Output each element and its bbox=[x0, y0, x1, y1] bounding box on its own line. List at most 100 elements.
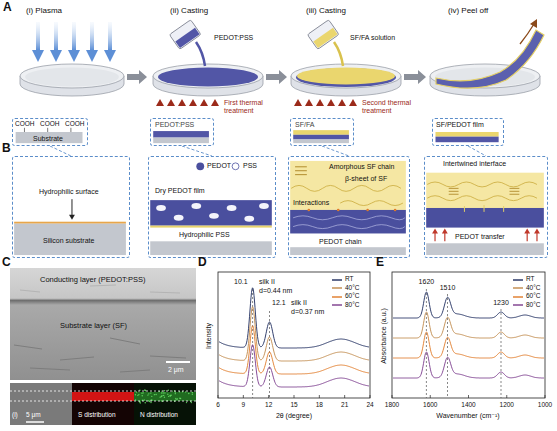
sem-image bbox=[10, 268, 196, 380]
eds-map bbox=[170, 395, 171, 396]
eds-map bbox=[170, 395, 171, 396]
node-text: Dry PEDOT film bbox=[155, 187, 205, 195]
dashed-connector bbox=[50, 146, 71, 156]
layer-drawing bbox=[293, 135, 349, 140]
figure-label: 1510 bbox=[440, 284, 456, 292]
legend-text: 60°C bbox=[526, 292, 541, 299]
eds-map bbox=[10, 401, 196, 402]
legend-text: RT bbox=[526, 275, 535, 282]
legend-swatch bbox=[513, 293, 524, 301]
pouring-beaker bbox=[169, 20, 201, 50]
figure-label: (ii) Casting bbox=[170, 6, 208, 15]
figure-label: E bbox=[376, 256, 384, 270]
pouring-beaker bbox=[334, 42, 343, 66]
legend-swatch bbox=[332, 293, 343, 301]
legend-swatch bbox=[332, 287, 342, 288]
layer-drawing bbox=[153, 138, 209, 144]
axis-tick bbox=[218, 395, 219, 398]
eds-map bbox=[161, 392, 162, 393]
axis-tick bbox=[294, 395, 295, 398]
petri-dish bbox=[158, 68, 258, 87]
axis-tick bbox=[430, 395, 431, 398]
figure-label: A bbox=[3, 1, 12, 15]
dashed-connector bbox=[322, 146, 349, 156]
spectrum-curve bbox=[219, 288, 369, 348]
heat-triangles bbox=[200, 99, 208, 106]
peeled-film bbox=[530, 19, 537, 28]
eds-map bbox=[175, 398, 176, 399]
layer-drawing bbox=[435, 232, 537, 241]
dashed-connector bbox=[182, 146, 212, 156]
eds-map bbox=[134, 392, 196, 401]
sem-image bbox=[166, 361, 190, 363]
figure-label: 12 bbox=[265, 401, 272, 408]
layer-drawing bbox=[227, 205, 237, 211]
figure-label: 1600 bbox=[423, 401, 437, 408]
layer-drawing bbox=[290, 247, 406, 255]
eds-map bbox=[175, 391, 176, 392]
eds-map bbox=[188, 393, 189, 394]
figure-label: 1230 bbox=[493, 299, 509, 307]
axis-tick bbox=[344, 395, 345, 398]
layer-drawing bbox=[14, 224, 126, 255]
figure-label: (iii) Casting bbox=[306, 6, 346, 15]
figure-label: (i) bbox=[12, 411, 18, 418]
heat-triangles bbox=[349, 99, 357, 106]
figure-label: 9 bbox=[242, 401, 246, 408]
eds-map bbox=[149, 401, 150, 402]
figure-label: 1800 bbox=[385, 401, 399, 408]
layer-drawing bbox=[427, 182, 537, 187]
eds-map bbox=[148, 400, 149, 401]
layer-drawing bbox=[337, 209, 340, 212]
spectrum-curve bbox=[393, 292, 544, 318]
axis-tick bbox=[506, 395, 507, 398]
legend-swatch bbox=[332, 296, 342, 297]
pouring-beaker bbox=[169, 20, 343, 66]
legend-text: 80°C bbox=[526, 301, 541, 308]
layer-drawing bbox=[71, 199, 72, 217]
layer-drawing bbox=[150, 226, 272, 228]
layer-drawing bbox=[308, 209, 311, 212]
peeled-film bbox=[520, 24, 534, 44]
figure-label: D bbox=[198, 256, 207, 270]
layer-drawing bbox=[14, 222, 126, 224]
heat-triangles bbox=[156, 99, 164, 106]
eds-map bbox=[192, 394, 193, 395]
node-text: SF/FA bbox=[295, 121, 314, 129]
figure-label: 10.1 bbox=[234, 278, 248, 286]
heat-triangles bbox=[327, 99, 335, 106]
petri-dish bbox=[296, 68, 396, 87]
inset-box: SF/PEDOT film bbox=[432, 118, 504, 146]
peak-guide bbox=[252, 289, 253, 398]
layer-drawing bbox=[449, 188, 520, 194]
plasma-arrows bbox=[32, 22, 116, 62]
layer-drawing bbox=[426, 243, 544, 255]
figure-label: 1400 bbox=[461, 401, 475, 408]
eds-map bbox=[168, 396, 169, 397]
eds-map bbox=[142, 395, 143, 396]
figure-label: 5 μm bbox=[26, 411, 41, 418]
node-text: SF/PEDOT film bbox=[436, 121, 484, 129]
node-text: PEDOT bbox=[207, 162, 231, 170]
eds-map bbox=[144, 389, 145, 390]
layer-drawing bbox=[436, 137, 499, 143]
eds-map bbox=[155, 394, 156, 395]
figure-label: Absorbance (a.u.) bbox=[380, 308, 388, 364]
layer-drawing bbox=[150, 200, 272, 225]
sem-image bbox=[20, 285, 180, 293]
node-text: Hydrophilic PSS bbox=[179, 231, 230, 239]
layer-drawing bbox=[290, 210, 406, 234]
node-text: Interactions bbox=[293, 199, 329, 207]
inset-box: COOHCOOHCOOHSubstrate bbox=[12, 118, 88, 146]
petri-dish bbox=[153, 64, 263, 88]
mechanism-panel: Amorphous SF chainβ-sheet of SFInteracti… bbox=[288, 156, 410, 258]
eds-map bbox=[186, 402, 187, 403]
pouring-beaker bbox=[196, 42, 205, 66]
eds-map bbox=[140, 402, 141, 403]
figure-label: B bbox=[2, 142, 11, 156]
mechanism-panel: PEDOTPSSDry PEDOT filmHydrophilic PSS bbox=[148, 156, 276, 258]
heat-triangles bbox=[305, 99, 313, 106]
eds-map bbox=[163, 395, 164, 396]
eds-map bbox=[151, 399, 152, 400]
eds-map bbox=[175, 393, 176, 394]
